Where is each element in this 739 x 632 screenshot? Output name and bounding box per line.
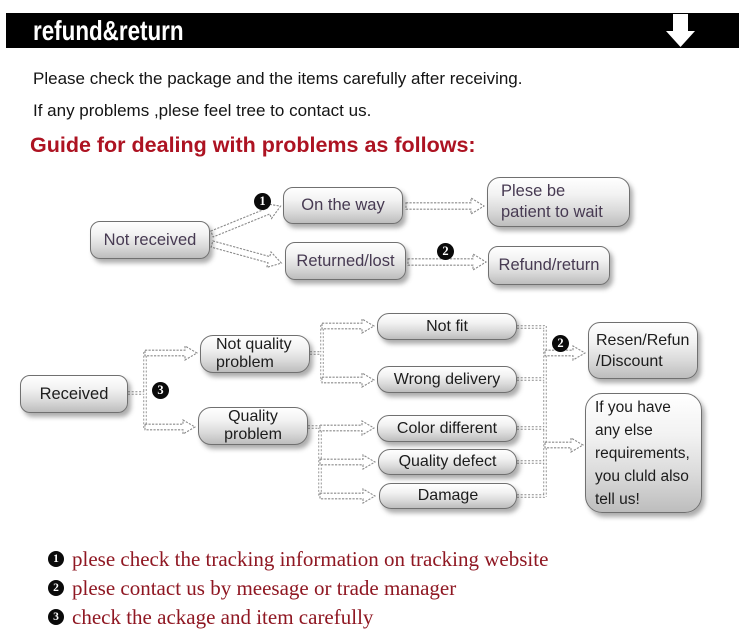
footnote-badge-1: 1 — [48, 551, 64, 567]
node-label-line: Plese be — [501, 182, 566, 200]
footnote-1: 1 plese check the tracking information o… — [48, 547, 548, 571]
node-on-the-way: On the way — [283, 187, 403, 224]
node-label-line: problem — [224, 426, 282, 443]
node-label: Received — [39, 384, 109, 403]
node-label: Wrong delivery — [393, 370, 501, 388]
arrow-to-quality-defect — [319, 454, 377, 470]
node-label-line: /Discount — [596, 352, 663, 370]
node-color-different: Color different — [377, 415, 517, 442]
arrow-to-not-quality — [144, 345, 199, 361]
arrow-to-color-different — [319, 420, 376, 436]
node-label: Color different — [396, 419, 498, 437]
node-label: Returned/lost — [296, 251, 395, 270]
node-label: On the way — [301, 196, 385, 214]
arrow-to-wrong-delivery — [321, 372, 376, 388]
footnote-text-1: plese check the tracking information on … — [72, 546, 549, 571]
footnote-badge-3: 3 — [48, 609, 64, 625]
node-label-line: requirements, — [595, 444, 690, 462]
footnote-badge-2: 2 — [48, 580, 64, 596]
connector-received-fork — [126, 350, 148, 430]
arrow-to-patient — [405, 197, 486, 215]
connector-quality-fork — [306, 425, 323, 499]
node-not-quality-problem: Not quality problem — [200, 335, 310, 373]
node-label-line: problem — [216, 354, 274, 371]
page-title: refund&return — [33, 15, 184, 46]
node-label: Not fit — [426, 317, 468, 335]
step-badge-1: 1 — [254, 193, 271, 210]
node-refund-return: Refund/return — [488, 246, 610, 285]
down-arrow-icon — [666, 14, 695, 47]
node-label-line: patient to wait — [501, 203, 603, 221]
node-label-line: If you have — [595, 398, 671, 416]
arrow-to-if-you-have — [544, 437, 585, 453]
header-bar: refund&return — [6, 13, 739, 48]
guide-heading: Guide for dealing with problems as follo… — [30, 133, 476, 157]
node-damage: Damage — [379, 483, 517, 509]
node-label-line: Resen/Refun — [596, 331, 690, 349]
connector-not-quality-fork — [308, 323, 325, 383]
step-badge-3: 3 — [152, 382, 169, 399]
node-not-received: Not received — [90, 221, 210, 259]
node-plese-be-patient: Plese be patient to wait — [487, 177, 630, 227]
footnote-2: 2 plese contact us by meesage or trade m… — [48, 576, 456, 600]
intro-line-2: If any problems ,plese feel tree to cont… — [33, 101, 372, 120]
node-label-line: any else — [595, 421, 653, 439]
step-badge-2: 2 — [437, 243, 454, 260]
node-label: Damage — [417, 487, 479, 504]
node-wrong-delivery: Wrong delivery — [377, 366, 517, 393]
node-label-line: tell us! — [595, 490, 640, 508]
node-label-line: you cluld also — [595, 467, 689, 485]
arrow-to-on-the-way — [210, 202, 282, 238]
arrow-to-not-fit — [321, 318, 376, 334]
node-label: Refund/return — [498, 256, 600, 274]
step-badge-2b: 2 — [552, 335, 569, 352]
footnote-text-2: plese contact us by meesage or trade man… — [72, 575, 457, 600]
arrow-to-damage — [319, 488, 377, 504]
node-label: Quality defect — [398, 453, 497, 470]
node-label-line: Not quality — [216, 336, 292, 353]
node-received: Received — [20, 375, 128, 413]
node-if-you-have: If you have any else requirements, you c… — [585, 393, 702, 513]
arrow-to-quality — [144, 419, 197, 435]
arrow-to-returned-lost — [210, 240, 283, 269]
node-quality-defect: Quality defect — [378, 449, 517, 475]
node-resen-refun-discount: Resen/Refun /Discount — [588, 322, 698, 379]
node-not-fit: Not fit — [377, 313, 517, 340]
footnote-3: 3 check the ackage and item carefully — [48, 605, 373, 629]
node-quality-problem: Quality problem — [198, 407, 308, 445]
connector-right-collector — [515, 324, 547, 499]
node-returned-lost: Returned/lost — [285, 242, 406, 280]
footnote-text-3: check the ackage and item carefully — [72, 604, 374, 629]
node-label-line: Quality — [228, 408, 278, 425]
node-label: Not received — [103, 230, 197, 249]
intro-line-1: Please check the package and the items c… — [33, 69, 523, 88]
